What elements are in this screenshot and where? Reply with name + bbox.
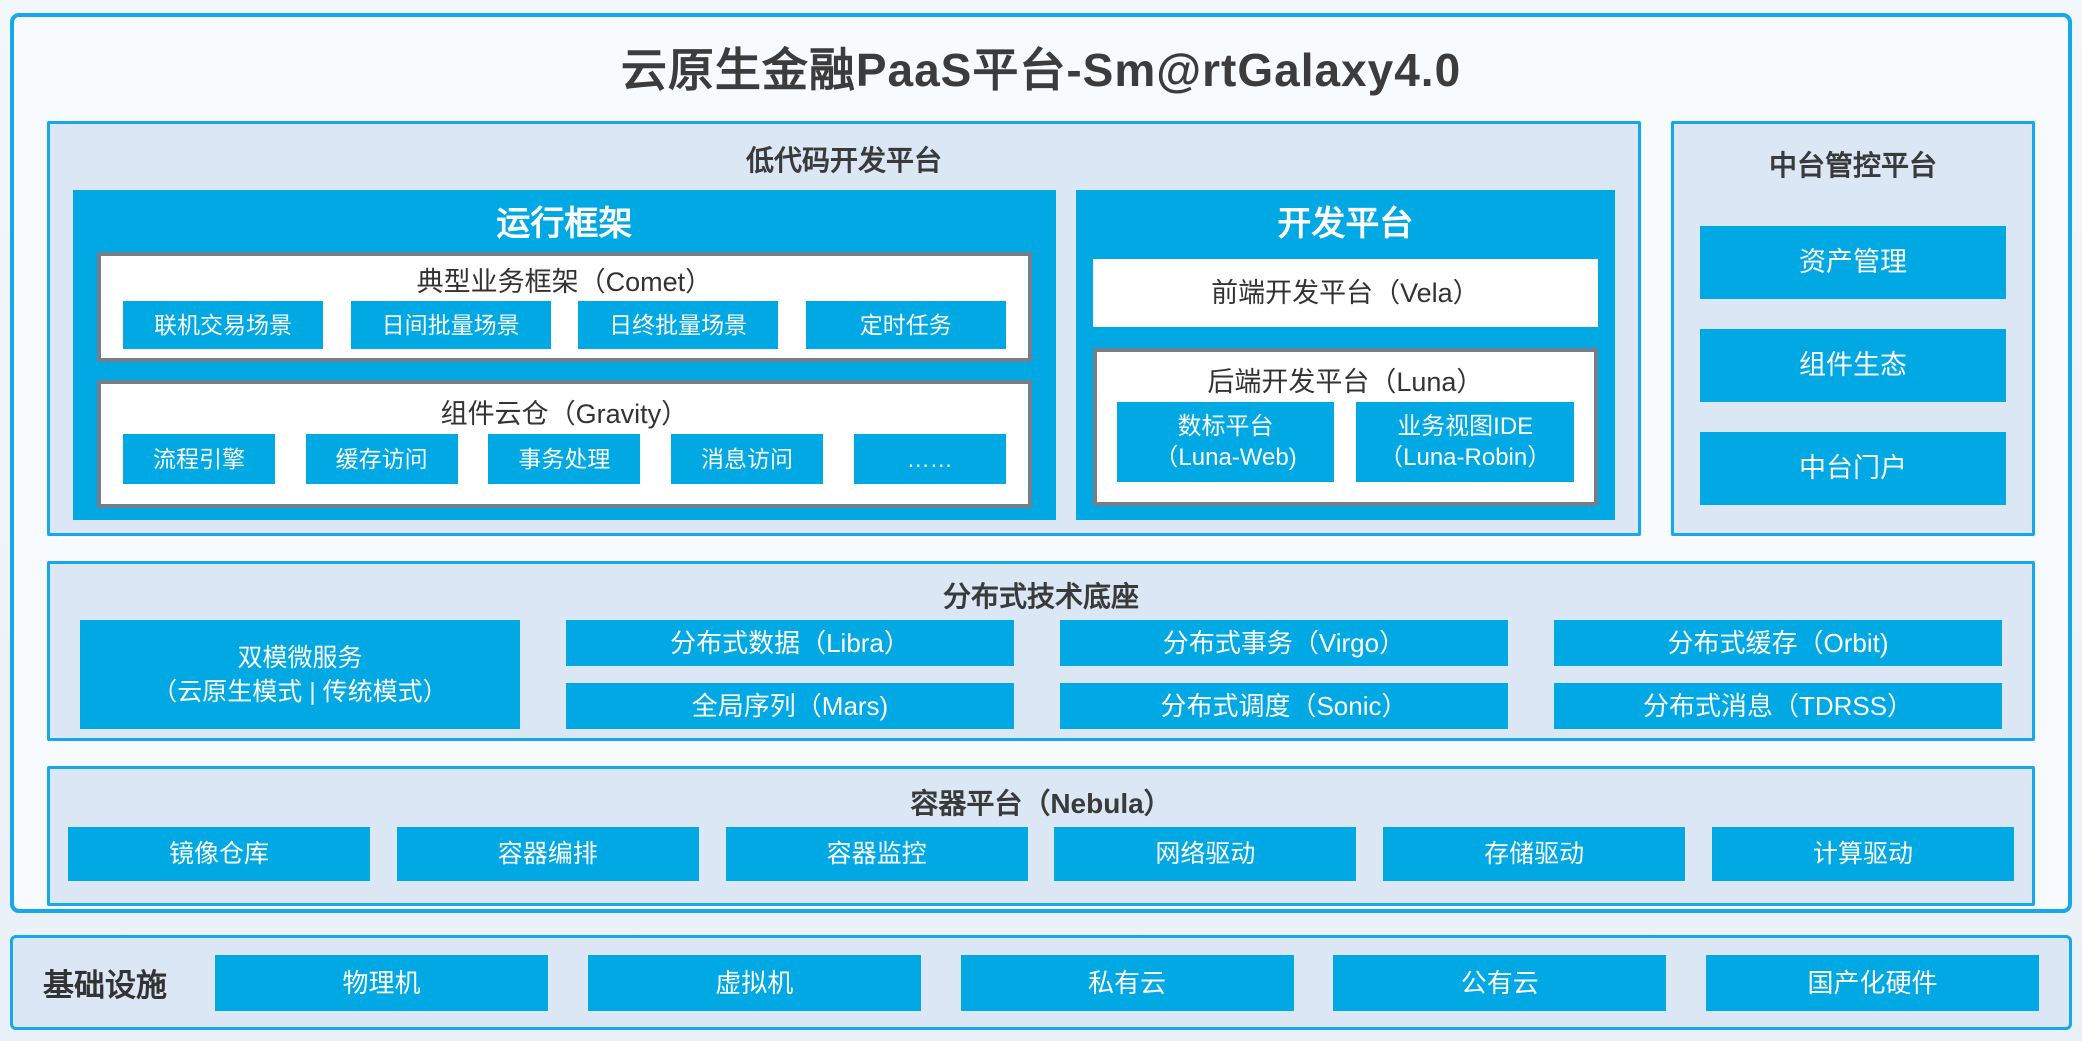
dual-mode-line2: （云原生模式 | 传统模式） xyxy=(152,677,448,706)
comet-item-eod-batch: 日终批量场景 xyxy=(578,301,779,349)
midend-control-section: 中台管控平台 资产管理 组件生态 中台门户 xyxy=(1671,121,2035,536)
infrastructure-section: 基础设施 物理机 虚拟机 私有云 公有云 国产化硬件 xyxy=(10,935,2072,1030)
infra-item-private-cloud: 私有云 xyxy=(960,954,1294,1011)
lowcode-section-title: 低代码开发平台 xyxy=(745,145,942,176)
dev-platform-panel: 开发平台 前端开发平台（Vela） 后端开发平台（Luna） 数标平台 （Lun… xyxy=(1075,190,1615,520)
container-platform-title: 容器平台（Nebula） xyxy=(910,788,1172,819)
lowcode-platform-section: 低代码开发平台 运行框架 典型业务框架（Comet） 联机交易场景 日间批量场景… xyxy=(47,121,1641,536)
dist-item-sonic: 分布式调度（Sonic） xyxy=(1060,683,1508,729)
nebula-item-container-orchestration: 容器编排 xyxy=(396,827,699,881)
midend-section-title: 中台管控平台 xyxy=(1768,150,1937,181)
distributed-grid: 双模微服务 （云原生模式 | 传统模式） 分布式数据（Libra） 分布式事务（… xyxy=(80,620,2002,729)
infra-item-domestic-hardware: 国产化硬件 xyxy=(1706,954,2039,1011)
luna-web-name: 数标平台 xyxy=(1177,413,1274,440)
dual-mode-line1: 双模微服务 xyxy=(237,643,363,672)
gravity-items: 流程引擎 缓存访问 事务处理 消息访问 …… xyxy=(101,434,1028,484)
nebula-item-image-registry: 镜像仓库 xyxy=(68,827,370,881)
comet-framework-box: 典型业务框架（Comet） 联机交易场景 日间批量场景 日终批量场景 定时任务 xyxy=(97,252,1032,362)
luna-web-block: 数标平台 （Luna-Web) xyxy=(1116,402,1335,482)
distributed-section-title: 分布式技术底座 xyxy=(942,581,1139,612)
nebula-item-network-driver: 网络驱动 xyxy=(1054,827,1357,881)
runtime-framework-panel: 运行框架 典型业务框架（Comet） 联机交易场景 日间批量场景 日终批量场景 … xyxy=(73,190,1056,520)
luna-robin-code: （Luna-Robin） xyxy=(1379,444,1552,471)
luna-robin-name: 业务视图IDE xyxy=(1397,413,1534,440)
page-title: 云原生金融PaaS平台-Sm@rtGalaxy4.0 xyxy=(620,44,1462,96)
comet-item-online-trading: 联机交易场景 xyxy=(123,301,323,349)
luna-items: 数标平台 （Luna-Web) 业务视图IDE （Luna-Robin） xyxy=(1097,402,1594,482)
gravity-warehouse-box: 组件云仓（Gravity） 流程引擎 缓存访问 事务处理 消息访问 …… xyxy=(97,380,1032,508)
dist-item-orbit: 分布式缓存（Orbit) xyxy=(1554,620,2002,666)
runtime-framework-title: 运行框架 xyxy=(496,205,633,243)
comet-title: 典型业务框架（Comet） xyxy=(416,267,713,297)
nebula-item-container-monitoring: 容器监控 xyxy=(725,827,1028,881)
gravity-item-ellipsis: …… xyxy=(853,434,1006,484)
gravity-item-process-engine: 流程引擎 xyxy=(123,434,275,484)
midend-item-asset-management: 资产管理 xyxy=(1700,226,2006,299)
dual-mode-microservice-block: 双模微服务 （云原生模式 | 传统模式） xyxy=(80,620,520,729)
dist-item-libra: 分布式数据（Libra） xyxy=(566,620,1014,666)
top-row: 低代码开发平台 运行框架 典型业务框架（Comet） 联机交易场景 日间批量场景… xyxy=(47,121,2035,536)
dist-item-mars: 全局序列（Mars) xyxy=(566,683,1014,729)
nebula-item-storage-driver: 存储驱动 xyxy=(1383,827,1686,881)
dev-platform-title: 开发平台 xyxy=(1277,205,1414,243)
luna-web-code: （Luna-Web) xyxy=(1154,444,1297,471)
midend-item-midend-portal: 中台门户 xyxy=(1700,432,2006,505)
platform-container: 云原生金融PaaS平台-Sm@rtGalaxy4.0 低代码开发平台 运行框架 … xyxy=(10,13,2072,913)
comet-item-daytime-batch: 日间批量场景 xyxy=(350,301,551,349)
gravity-item-message-access: 消息访问 xyxy=(671,434,824,484)
infrastructure-items: 物理机 虚拟机 私有云 公有云 国产化硬件 xyxy=(215,954,2039,1011)
dist-item-virgo: 分布式事务（Virgo） xyxy=(1060,620,1508,666)
container-platform-section: 容器平台（Nebula） 镜像仓库 容器编排 容器监控 网络驱动 存储驱动 计算… xyxy=(47,766,2035,906)
nebula-item-compute-driver: 计算驱动 xyxy=(1711,827,2014,881)
container-platform-items: 镜像仓库 容器编排 容器监控 网络驱动 存储驱动 计算驱动 xyxy=(68,827,2014,881)
midend-item-component-ecosystem: 组件生态 xyxy=(1700,329,2006,402)
midend-items: 资产管理 组件生态 中台门户 xyxy=(1674,226,2032,505)
infra-item-virtual-machine: 虚拟机 xyxy=(587,954,921,1011)
infra-item-physical-machine: 物理机 xyxy=(215,954,548,1011)
vela-frontend-box: 前端开发平台（Vela） xyxy=(1092,259,1598,327)
luna-title: 后端开发平台（Luna） xyxy=(1207,367,1484,397)
infra-item-public-cloud: 公有云 xyxy=(1333,954,1667,1011)
distributed-base-section: 分布式技术底座 双模微服务 （云原生模式 | 传统模式） 分布式数据（Libra… xyxy=(47,561,2035,741)
comet-item-scheduled-tasks: 定时任务 xyxy=(805,301,1006,349)
gravity-item-cache-access: 缓存访问 xyxy=(305,434,458,484)
comet-items: 联机交易场景 日间批量场景 日终批量场景 定时任务 xyxy=(101,301,1028,349)
luna-robin-block: 业务视图IDE （Luna-Robin） xyxy=(1356,402,1575,482)
lowcode-body: 运行框架 典型业务框架（Comet） 联机交易场景 日间批量场景 日终批量场景 … xyxy=(50,190,1638,520)
infrastructure-title: 基础设施 xyxy=(43,968,167,1003)
luna-backend-box: 后端开发平台（Luna） 数标平台 （Luna-Web) 业务视图IDE （Lu… xyxy=(1092,348,1598,506)
gravity-title: 组件云仓（Gravity） xyxy=(440,399,689,429)
gravity-item-transaction-processing: 事务处理 xyxy=(488,434,641,484)
dist-item-tdrss: 分布式消息（TDRSS） xyxy=(1554,683,2002,729)
